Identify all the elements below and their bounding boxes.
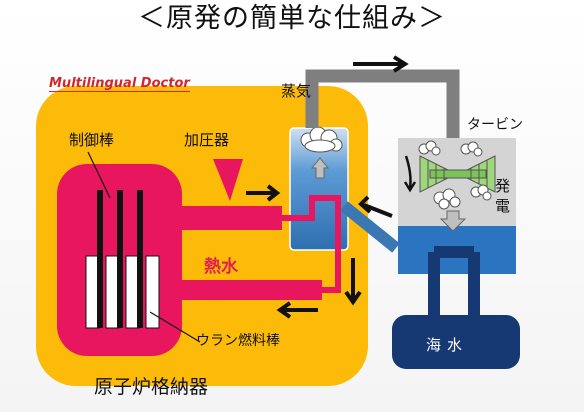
control-rod <box>97 190 103 328</box>
pressurizer <box>213 159 243 201</box>
up-arrow-icon <box>310 157 330 179</box>
label-steam: 蒸気 <box>281 82 312 100</box>
label-turbine: タービン <box>467 117 523 133</box>
label-generator-2: 電 <box>495 197 511 215</box>
left-flow-arrow <box>276 301 318 319</box>
steam-pipe <box>305 69 460 140</box>
turbine-cloud-icons <box>418 140 492 210</box>
arrow-into-generator <box>246 184 281 202</box>
label-hot-water: 熱水 <box>204 257 238 277</box>
feedwater-arrow <box>358 195 393 218</box>
fuel-rod <box>145 255 160 329</box>
return-pipe <box>180 280 322 300</box>
label-pressurizer: 加圧器 <box>184 131 230 149</box>
turbine-blades-icon <box>419 155 496 193</box>
label-generator-1: 発 <box>495 177 511 195</box>
sea-box <box>392 315 520 369</box>
steam-cloud-icon <box>300 126 343 153</box>
return-arrow <box>344 258 362 306</box>
hot-pipe <box>180 206 282 230</box>
primary-loop-coil <box>282 195 341 293</box>
steam-flow-arrow <box>353 55 409 73</box>
fuel-rod-leader <box>149 311 201 343</box>
feedwater-pipe <box>340 201 400 253</box>
down-arrow-icon <box>439 210 467 232</box>
label-containment: 原子炉格納器 <box>94 376 209 398</box>
label-seawater: 海水 <box>426 336 469 354</box>
seawater-loop <box>428 252 480 318</box>
label-fuel-rods: ウラン燃料棒 <box>196 333 280 349</box>
control-rod <box>137 190 143 328</box>
fuel-rods <box>85 255 160 329</box>
label-control-rods: 制御棒 <box>69 131 115 149</box>
control-rod-leader <box>87 151 111 199</box>
page-title: ＜原発の簡単な仕組み＞ <box>138 3 446 34</box>
curved-flow-arrowhead <box>403 181 417 193</box>
control-rod <box>117 190 123 328</box>
curved-flow-arrow <box>404 155 412 189</box>
author-signature: Multilingual Doctor <box>49 76 190 92</box>
control-rods <box>97 190 143 328</box>
